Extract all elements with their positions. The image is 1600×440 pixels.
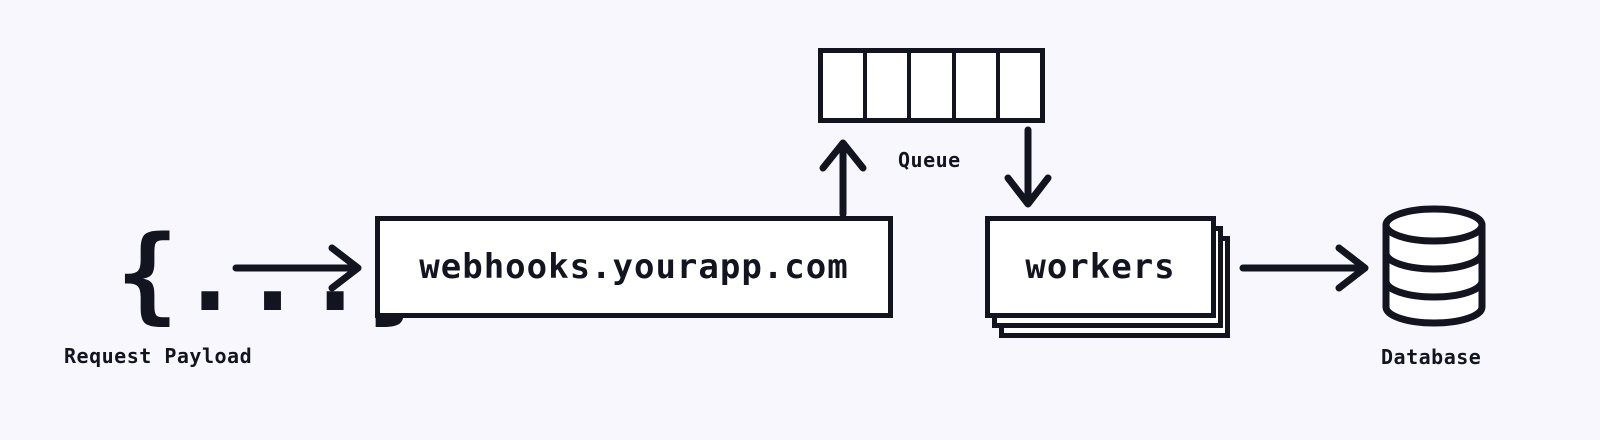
queue-caption: Queue <box>898 148 961 172</box>
queue-box[interactable] <box>818 48 1045 123</box>
workers-sheet-front[interactable]: workers <box>985 216 1216 318</box>
queue-cell[interactable] <box>955 53 1000 118</box>
queue-cell[interactable] <box>911 53 956 118</box>
queue-cell[interactable] <box>999 53 1041 118</box>
database-caption: Database <box>1381 345 1482 369</box>
arrow-payload-to-endpoint <box>232 244 362 292</box>
queue-cell[interactable] <box>867 53 912 118</box>
endpoint-box[interactable]: webhooks.yourapp.com <box>375 216 893 318</box>
request-payload-caption: Request Payload <box>64 344 253 368</box>
database-cylinder-icon <box>1382 205 1486 327</box>
workers-label: workers <box>1025 247 1176 287</box>
arrow-workers-to-database <box>1239 244 1369 292</box>
workers-stack[interactable]: workers <box>985 216 1230 338</box>
queue-cell[interactable] <box>823 53 868 118</box>
endpoint-label: webhooks.yourapp.com <box>419 247 849 287</box>
arrow-endpoint-to-queue <box>819 139 867 218</box>
arrow-queue-to-workers <box>1004 126 1052 208</box>
